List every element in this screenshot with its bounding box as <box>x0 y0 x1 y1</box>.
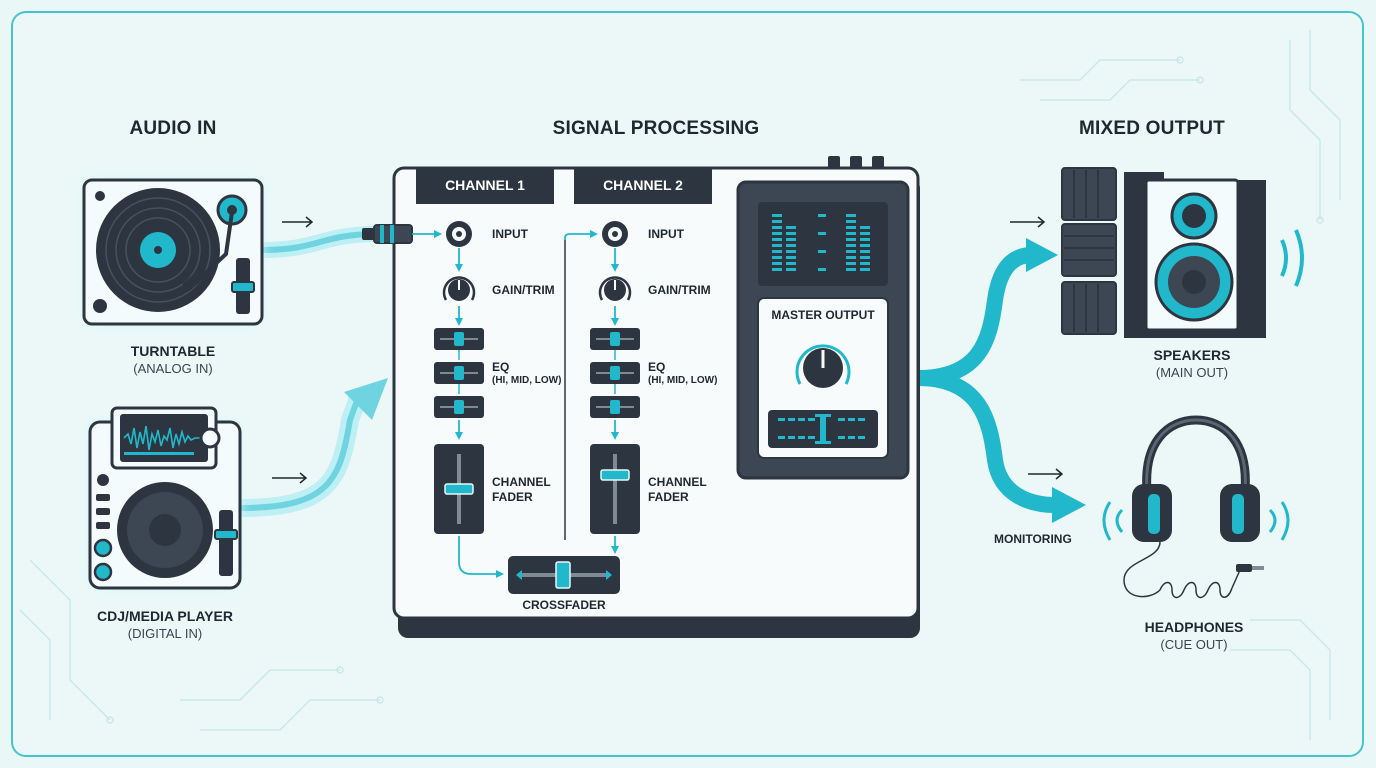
signal-streams <box>231 226 1063 581</box>
cdj-media-player <box>88 406 242 590</box>
speakers <box>1061 167 1304 338</box>
monitoring-label: MONITORING <box>994 532 1072 546</box>
headphones <box>1102 415 1290 599</box>
ch1-eq-bands: (HI, MID, LOW) <box>492 375 562 386</box>
master-section <box>736 180 910 480</box>
headphones-label: HEADPHONES <box>1144 619 1244 635</box>
cdj-sublabel: (DIGITAL IN) <box>127 626 203 641</box>
channel-2-strip <box>590 221 640 554</box>
ch2-eq-label: EQ <box>648 360 666 374</box>
ch2-gain-label: GAIN/TRIM <box>648 283 711 297</box>
channel-2-tab <box>574 168 712 204</box>
circuit-decoration <box>19 30 1341 740</box>
ch1-input-label: INPUT <box>492 227 528 241</box>
turntable-sublabel: (ANALOG IN) <box>133 361 213 376</box>
headphones-sublabel: (CUE OUT) <box>1160 637 1228 652</box>
section-mixed-output: MIXED OUTPUT <box>1079 118 1225 139</box>
ch2-fader-label-2: FADER <box>648 490 689 504</box>
turntable-label: TURNTABLE <box>130 343 216 359</box>
ch1-gain-label: GAIN/TRIM <box>492 283 555 297</box>
master-output-label: MASTER OUTPUT <box>771 308 875 322</box>
turntable <box>82 178 264 326</box>
crossfader-control <box>508 556 620 594</box>
channel-1-tab <box>416 168 554 204</box>
ch1-fader-label-2: FADER <box>492 490 533 504</box>
ch2-eq-bands: (HI, MID, LOW) <box>648 375 718 386</box>
speakers-sublabel: (MAIN OUT) <box>1155 365 1229 380</box>
channel-2-title: CHANNEL 2 <box>603 177 683 193</box>
ch1-fader-label-1: CHANNEL <box>492 475 551 489</box>
crossfader-label: CROSSFADER <box>522 598 606 612</box>
speakers-label: SPEAKERS <box>1153 347 1231 363</box>
section-audio-in: AUDIO IN <box>129 118 217 139</box>
channel-1-strip <box>434 221 504 578</box>
ch2-fader-label-1: CHANNEL <box>648 475 707 489</box>
channel-1-title: CHANNEL 1 <box>445 177 525 193</box>
section-signal-processing: SIGNAL PROCESSING <box>552 118 760 139</box>
cdj-label: CDJ/MEDIA PLAYER <box>97 608 233 624</box>
ch1-eq-label: EQ <box>492 360 510 374</box>
ch2-input-label: INPUT <box>648 227 684 241</box>
input-jack-cable <box>362 224 442 244</box>
